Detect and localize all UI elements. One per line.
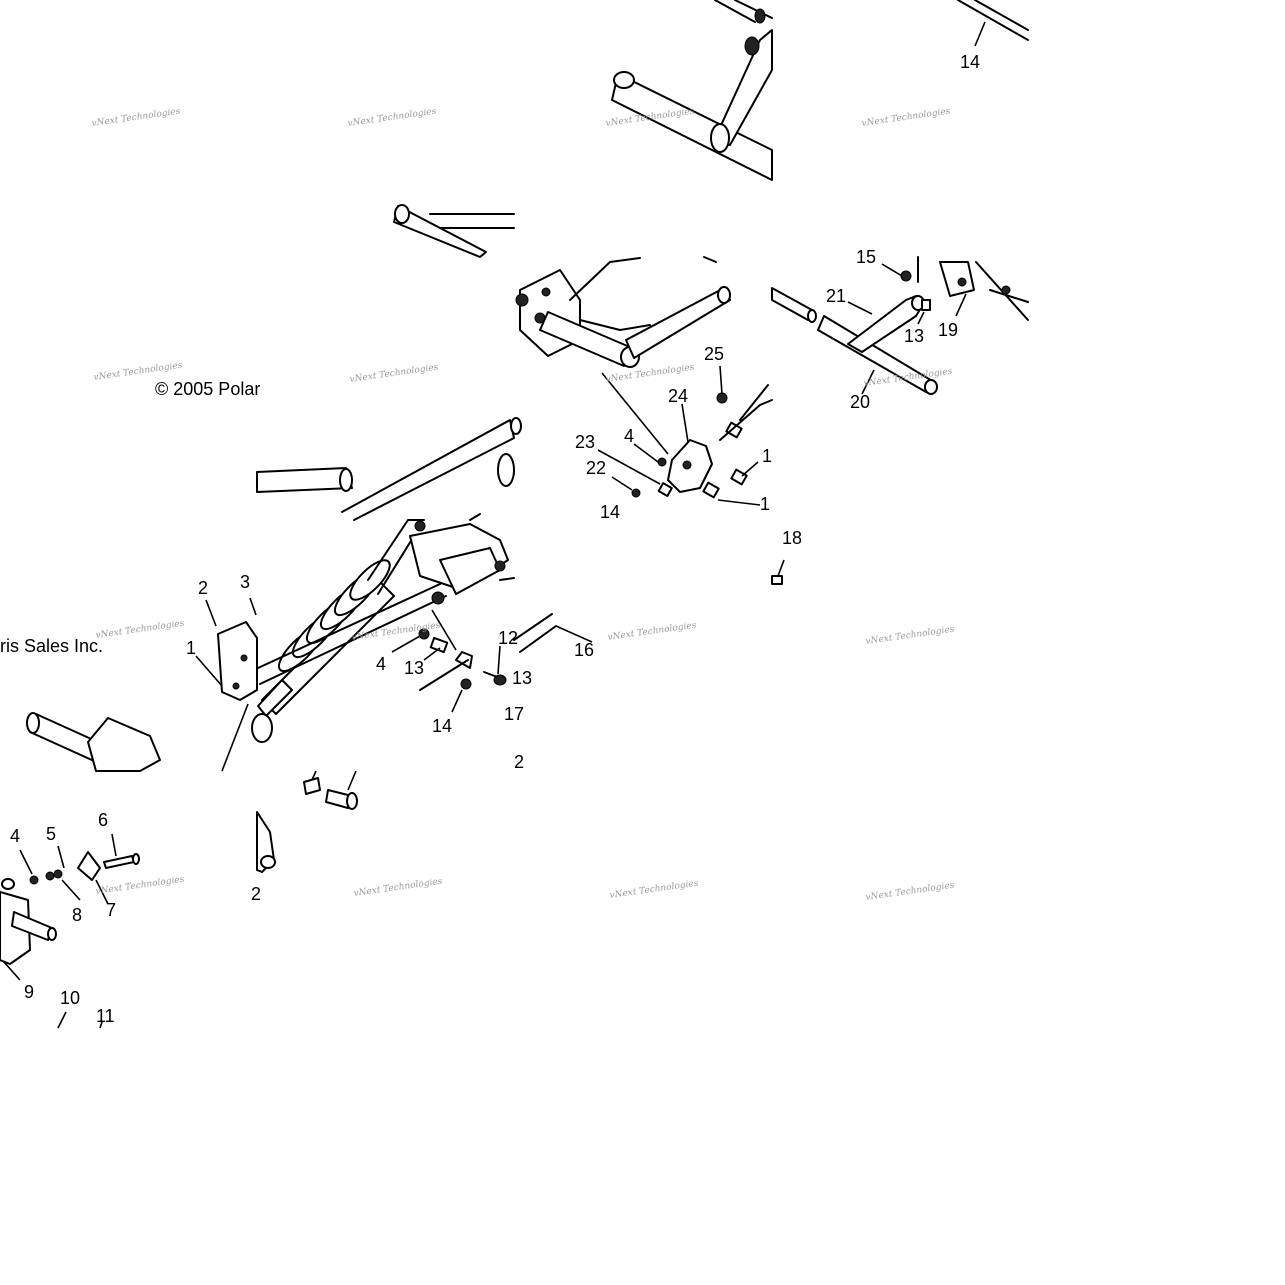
tile-r0-c3: 14 [957, 0, 1029, 72]
mount-bracket [217, 621, 258, 701]
tile-r2-c0: ris Sales Inc. [0, 636, 161, 772]
callout-5: 5 [46, 824, 56, 844]
callout-6: 6 [98, 810, 108, 830]
callout-16: 17 [504, 704, 524, 724]
callout-20: 14 [960, 52, 980, 72]
callout-10: 10 [60, 988, 80, 1008]
callout-1-right-b: 1 [760, 494, 770, 514]
watermark: vNext Technologies [861, 107, 951, 129]
callout-1: 1 [186, 638, 196, 658]
callout-23: 23 [575, 432, 595, 452]
tile-r2-c3: 18 [771, 528, 802, 585]
callout-11: 11 [96, 1006, 115, 1026]
axle [539, 311, 633, 367]
watermark: vNext Technologies [349, 363, 439, 385]
watermark: vNext Technologies [605, 363, 695, 385]
watermark: vNext Technologies [607, 621, 697, 643]
callout-2: 2 [198, 578, 208, 598]
watermark: vNext Technologies [347, 107, 437, 129]
callout-21: 21 [826, 286, 846, 306]
watermark: vNext Technologies [95, 619, 185, 641]
callout-9: 9 [24, 982, 34, 1002]
tile-r2-c2: 4 13 14 12 13 17 2 16 [251, 513, 594, 772]
callout-18: 19 [938, 320, 958, 340]
watermark: vNext Technologies [353, 877, 443, 899]
callout-4-lower: 4 [10, 826, 20, 846]
callout-15: 16 [574, 640, 594, 660]
callout-8: 8 [72, 905, 82, 925]
callout-7: 7 [106, 900, 116, 920]
tile-r2-c1: 2 3 1 [186, 572, 258, 772]
callout-14-upper: 14 [600, 502, 620, 522]
watermark: vNext Technologies [865, 881, 955, 903]
callout-14-right: 15 [856, 247, 876, 267]
callout-13-right: 13 [904, 326, 924, 346]
callout-1-right-a: 1 [762, 446, 772, 466]
watermark: vNext Technologies [91, 107, 181, 129]
tile-r3-c1: 2 [251, 770, 358, 904]
callout-13-small: 13 [512, 668, 532, 688]
tile-r1-c0: © 2005 Polar [155, 379, 260, 399]
tile-r1-c2: 25 24 4 23 22 14 1 1 [515, 256, 773, 522]
callout-13-middle: 13 [404, 658, 424, 678]
copyright-text-continued: ris Sales Inc. [0, 636, 103, 656]
callout-14-middle: 14 [432, 716, 452, 736]
watermark: vNext Technologies [865, 625, 955, 647]
callout-24: 24 [668, 386, 688, 406]
tile-r3-c0: 4 5 6 8 7 9 10 11 [0, 810, 140, 1029]
copyright-text: © 2005 Polar [155, 379, 260, 399]
watermark: vNext Technologies [609, 879, 699, 901]
callout-2-lower: 2 [251, 884, 261, 904]
shock-spring [251, 559, 395, 743]
callout-4-upper: 4 [624, 426, 634, 446]
watermark: vNext Technologies [95, 875, 185, 897]
tile-r1-c3: 15 21 13 19 20 [771, 247, 1029, 412]
callout-12: 12 [498, 628, 518, 648]
tile-r1-c1 [256, 204, 522, 521]
callout-4-middle: 4 [376, 654, 386, 674]
callout-19: 20 [850, 392, 870, 412]
callout-2-small: 2 [514, 752, 524, 772]
callout-17: 18 [782, 528, 802, 548]
callout-3: 3 [240, 572, 250, 592]
callout-25: 25 [704, 344, 724, 364]
watermarks: vNext Technologies vNext Technologies vN… [91, 107, 955, 903]
shaft-20 [957, 0, 1029, 41]
tile-r0-c2 [611, 0, 773, 181]
callout-22: 22 [586, 458, 606, 478]
